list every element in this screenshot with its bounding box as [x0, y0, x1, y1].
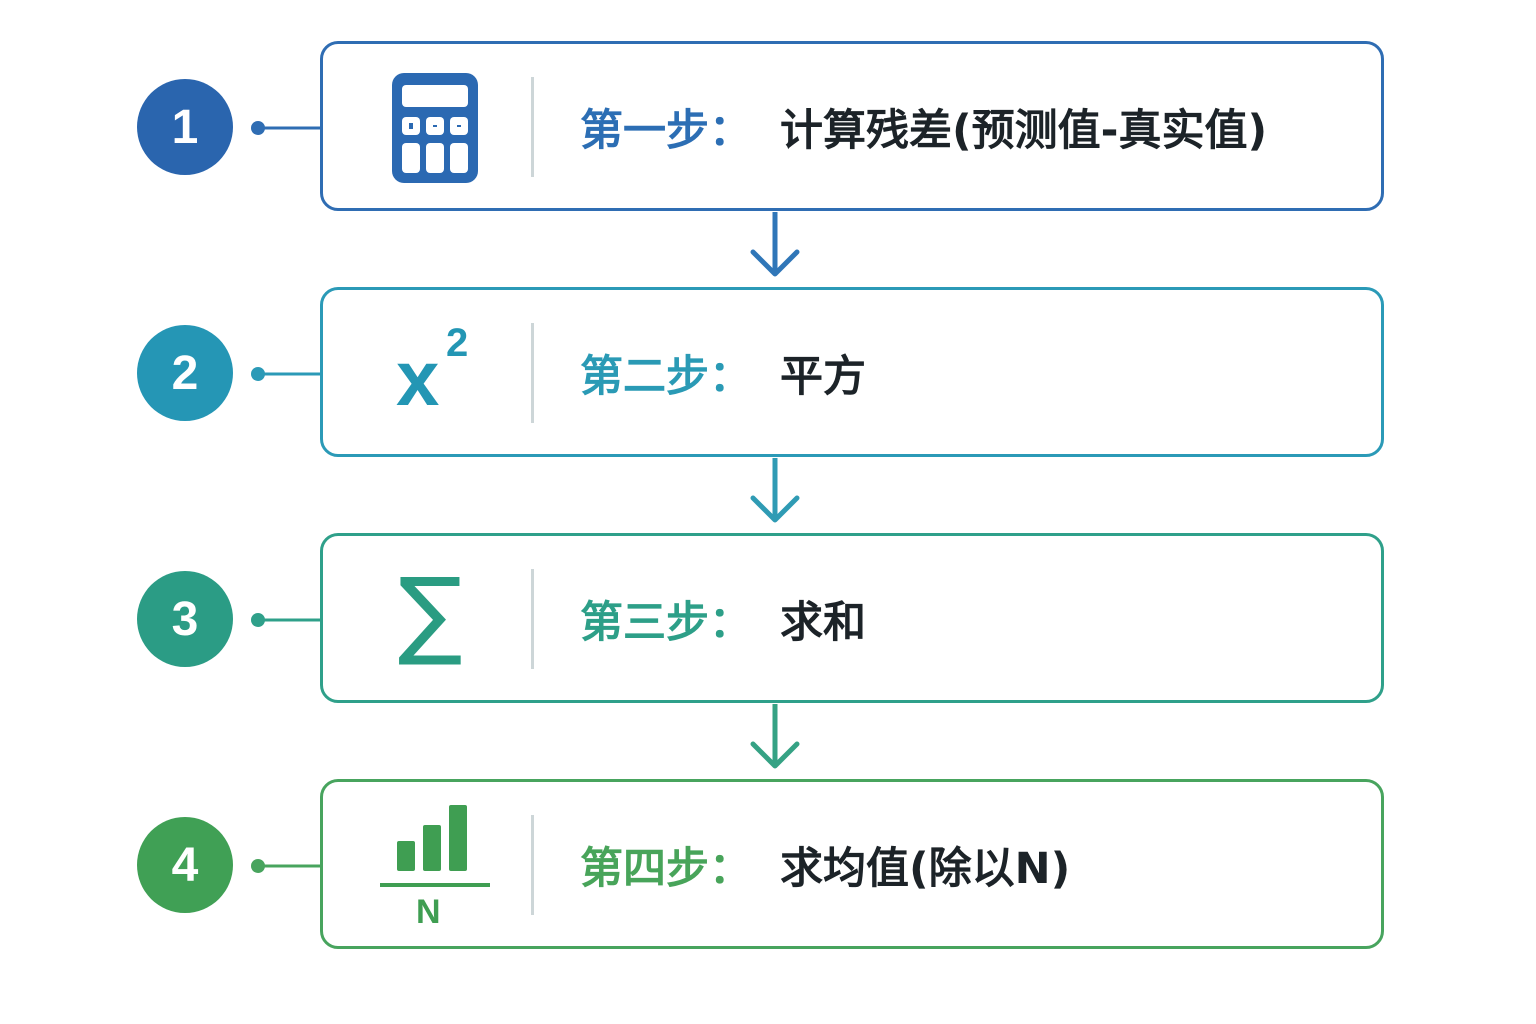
step-description: 平方 — [780, 352, 866, 402]
step-number-text: 第四步： — [580, 844, 752, 894]
bar-chart-icon — [380, 805, 490, 887]
step-3: 3 ∑ 第三步： 求和 — [0, 533, 1536, 707]
x-squared-icon: x 2 — [380, 317, 492, 431]
step-label: 第四步： 求均值(除以N) — [580, 835, 1070, 895]
superscript-two: 2 — [446, 321, 469, 365]
step-4: 4 N 第四步： 求均值(除以N) — [0, 779, 1536, 953]
card-divider — [531, 815, 534, 915]
step-number-badge: 4 — [137, 817, 233, 913]
step-description: 计算残差(预测值-真实值) — [780, 106, 1268, 156]
step-card — [320, 779, 1384, 949]
step-label: 第二步： 平方 — [580, 343, 866, 403]
step-number-badge: 1 — [137, 79, 233, 175]
step-number-badge: 2 — [137, 325, 233, 421]
badge-connector — [251, 859, 322, 873]
step-1: 1 第一步： 计算残差(预测值-真实值) — [0, 41, 1536, 215]
step-label: 第三步： 求和 — [580, 589, 866, 649]
arrow-down-icon — [750, 458, 800, 523]
step-label: 第一步： 计算残差(预测值-真实值) — [580, 97, 1267, 157]
badge-connector — [251, 367, 322, 381]
calculator-icon — [392, 73, 478, 183]
step-card — [320, 287, 1384, 457]
card-divider — [531, 77, 534, 177]
card-divider — [531, 569, 534, 669]
n-glyph: N — [416, 893, 441, 931]
bar-chart-over-n-icon: N — [380, 803, 492, 933]
sigma-icon: ∑ — [380, 563, 492, 677]
step-2: 2 x 2 第二步： 平方 — [0, 287, 1536, 461]
arrow-down-icon — [750, 704, 800, 769]
badge-connector — [251, 121, 322, 135]
arrow-down-icon — [750, 212, 800, 277]
step-description: 求均值(除以N) — [780, 844, 1071, 894]
step-number-text: 第一步： — [580, 106, 752, 156]
x-glyph: x — [396, 334, 440, 422]
card-divider — [531, 323, 534, 423]
step-card — [320, 533, 1384, 703]
step-number-text: 第二步： — [580, 352, 752, 402]
step-card — [320, 41, 1384, 211]
badge-connector — [251, 613, 322, 627]
step-number-badge: 3 — [137, 571, 233, 667]
step-description: 求和 — [780, 598, 866, 648]
sigma-glyph: ∑ — [398, 557, 463, 669]
step-number-text: 第三步： — [580, 598, 752, 648]
